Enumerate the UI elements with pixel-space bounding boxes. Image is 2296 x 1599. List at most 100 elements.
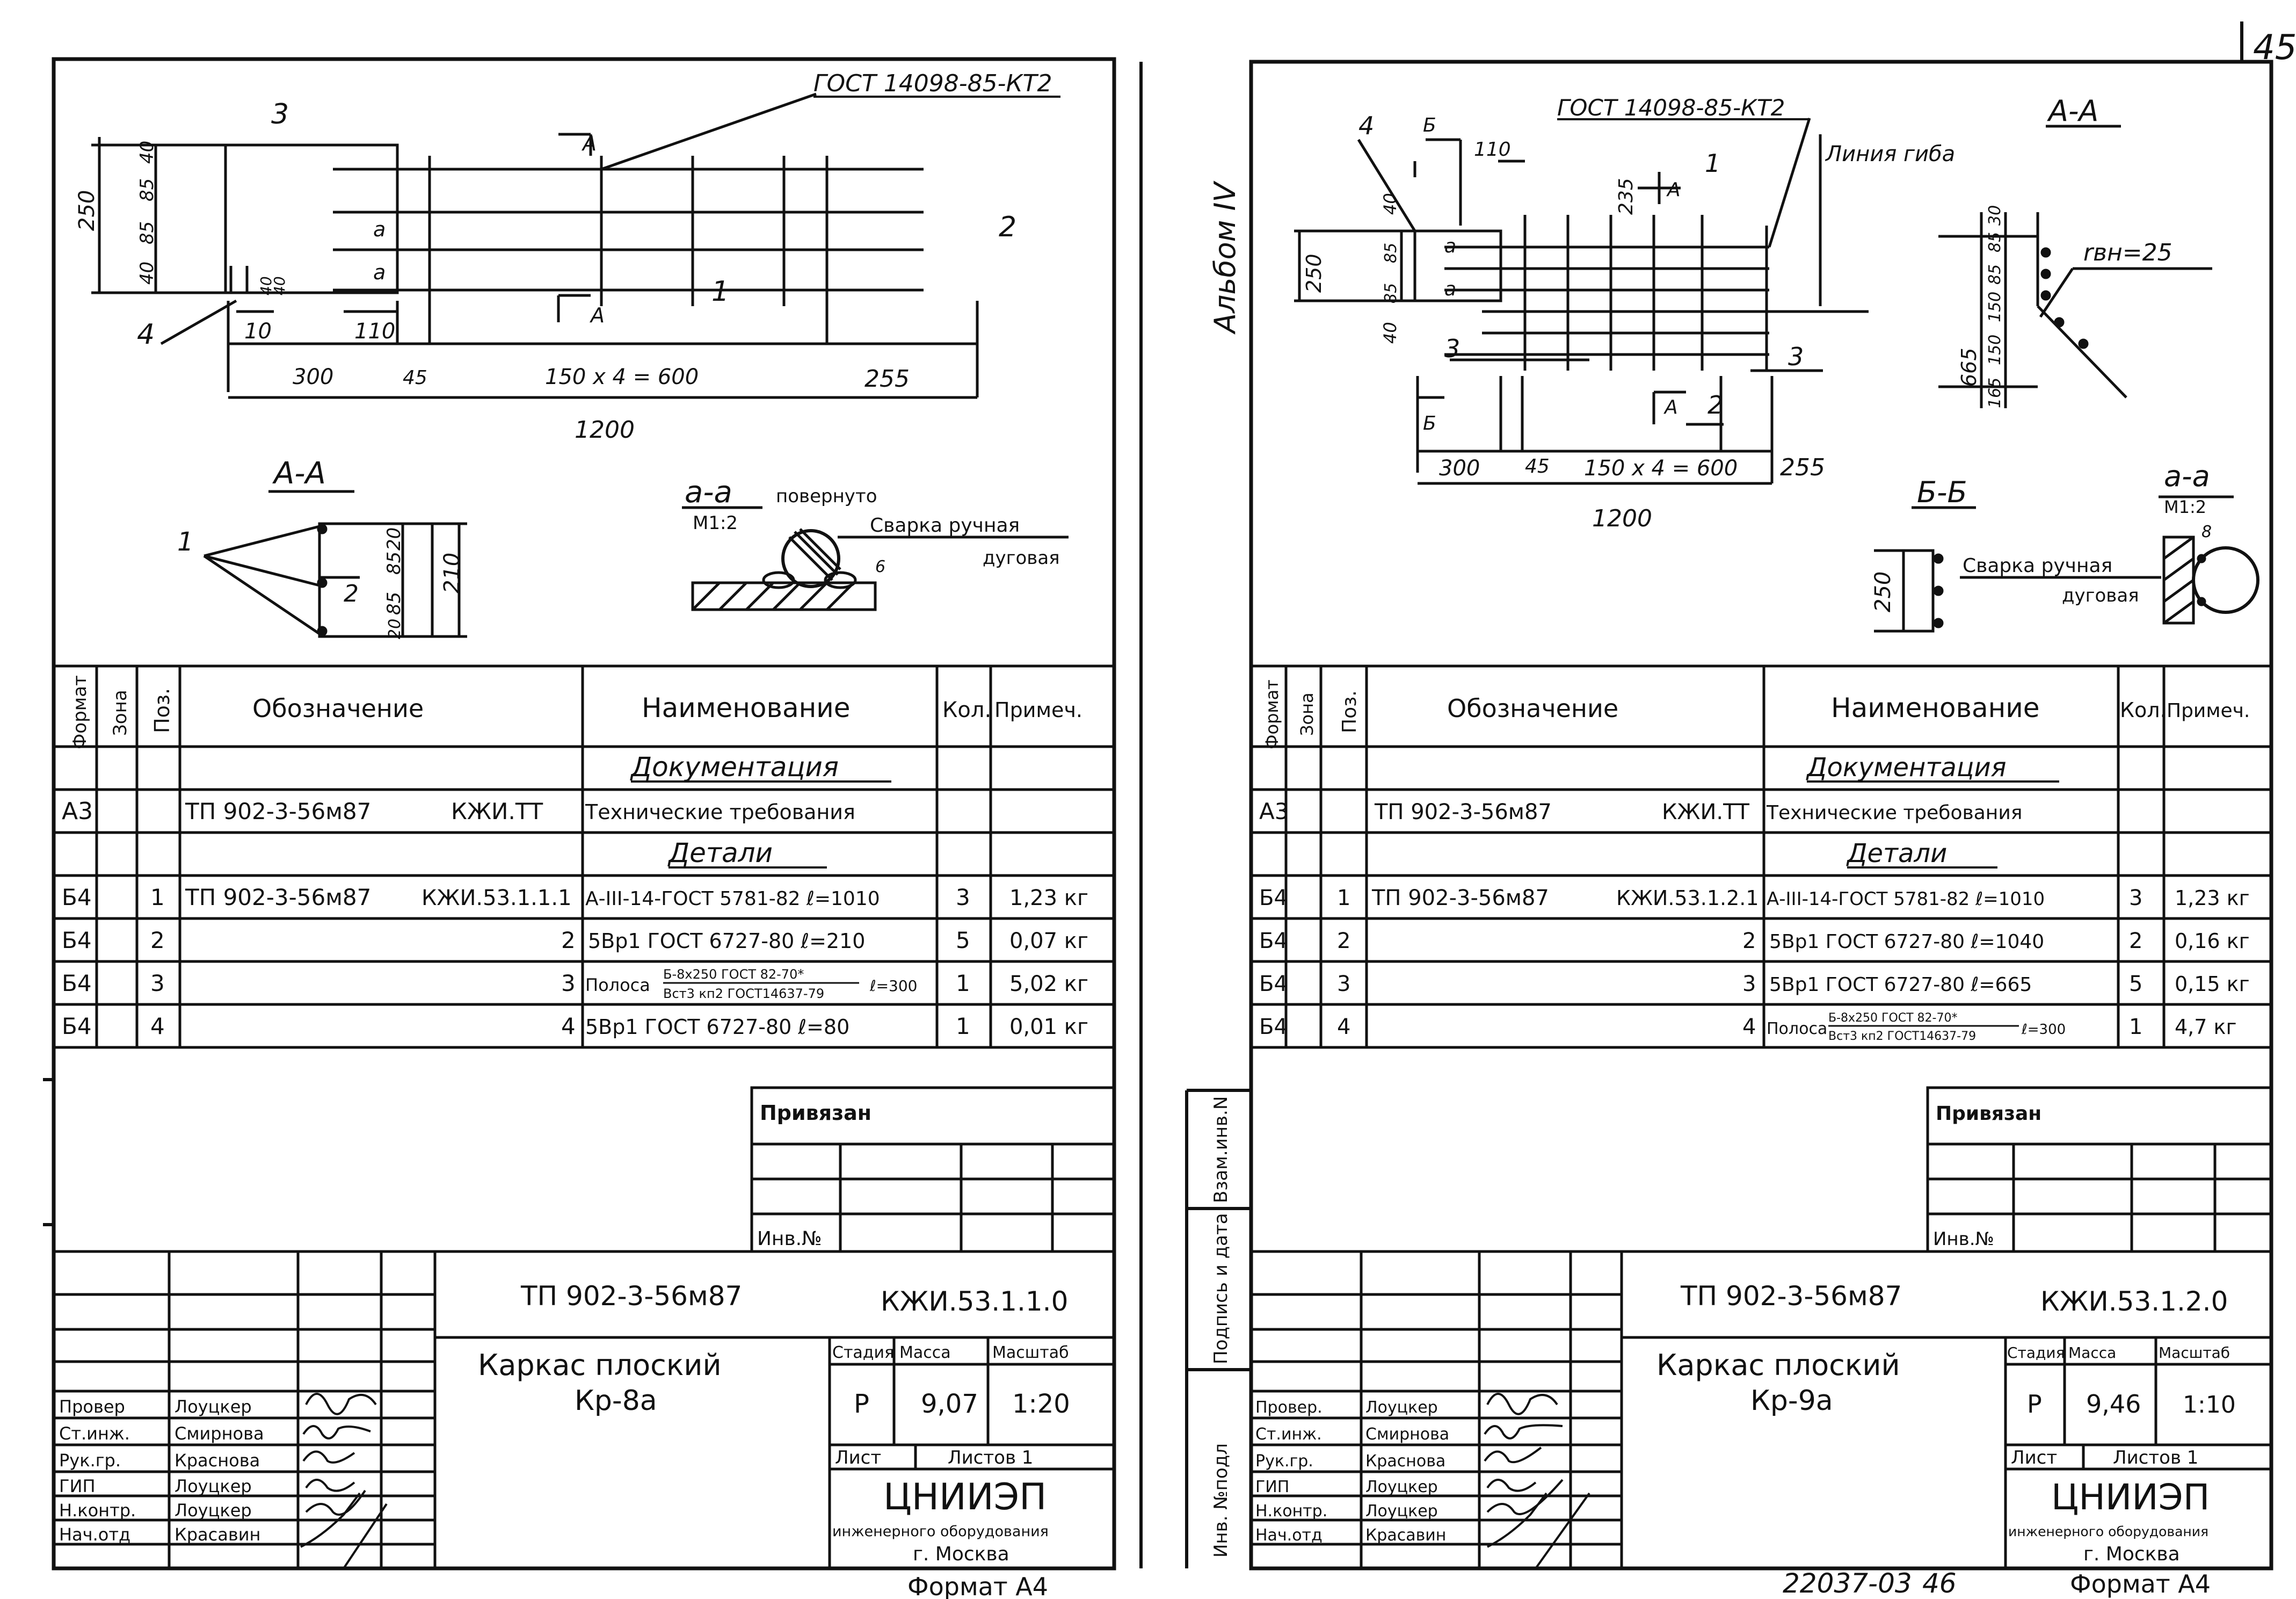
svg-text:Б4: Б4 (1259, 886, 1288, 910)
sheet-right-doc-code: КЖИ.ТТ (1662, 800, 1750, 824)
sheet-right-bb-dim: 250 (1871, 571, 1895, 612)
svg-text:Лоуцкер: Лоуцкер (1365, 1502, 1438, 1521)
svg-text:0,15 кг: 0,15 кг (2175, 972, 2250, 996)
svg-text:Красавин: Красавин (175, 1524, 260, 1545)
album-label: Альбом IV (1208, 180, 1242, 335)
sheet-right-doc-name: Технические требования (1766, 802, 2022, 824)
sheet-right: ГОСТ 14098-85-КТ2 Линия гиба 4 3 3 2 1 Б… (1249, 60, 2273, 1598)
sheet-left-weld-scale: М1:2 (693, 512, 738, 534)
sheet-left-stage: Р (854, 1389, 869, 1419)
svg-text:0,16 кг: 0,16 кг (2175, 929, 2250, 953)
svg-text:Вст3 кп2 ГОСТ14637-79: Вст3 кп2 ГОСТ14637-79 (1828, 1030, 1976, 1043)
svg-text:2: 2 (2129, 929, 2142, 953)
svg-text:3: 3 (150, 970, 165, 996)
svg-text:Смирнова: Смирнова (1365, 1425, 1449, 1444)
sheet-left-title-2: Кр-8а (575, 1385, 657, 1417)
sheet-right-sdim-85b: 85 (1986, 232, 2004, 252)
svg-text:1: 1 (956, 970, 970, 996)
sheet-left-listov-h: Листов 1 (948, 1447, 1033, 1468)
svg-text:1,23 кг: 1,23 кг (2175, 886, 2250, 910)
svg-text:5,02 кг: 5,02 кг (1009, 972, 1088, 996)
sheet-left-sdim-210: 210 (440, 553, 464, 594)
svg-text:Провер: Провер (59, 1397, 125, 1417)
svg-text:5Вр1 ГОСТ 6727-80 ℓ=210: 5Вр1 ГОСТ 6727-80 ℓ=210 (588, 929, 865, 953)
sheet-right-people: Провер. Лоуцкер Ст.инж. Смирнова Рук.гр.… (1255, 1398, 1449, 1545)
sheet-right-weld-label-2: дуговая (2062, 585, 2139, 606)
sheet-right-mark-small-a-top: а (1444, 235, 1456, 257)
sheet-right-th-zone: Зона (1297, 692, 1317, 736)
sheet-right-th-note: Примеч. (2167, 700, 2250, 722)
svg-text:Нач.отд: Нач.отд (59, 1524, 130, 1545)
sheet-right-row-3: Б4 3 3 5Вр1 ГОСТ 6727-80 ℓ=665 5 0,15 кг (1259, 972, 2250, 996)
svg-text:0,07 кг: 0,07 кг (1009, 929, 1088, 953)
svg-text:3: 3 (2129, 886, 2142, 910)
sheet-right-section-doc: Документация (1806, 753, 2007, 783)
svg-text:3: 3 (1742, 972, 1756, 996)
sheet-right-pos-1: 1 (1705, 149, 1720, 178)
svg-text:Лоуцкер: Лоуцкер (175, 1500, 252, 1521)
sheet-left-row-2: Б4 2 2 5Вр1 ГОСТ 6727-80 ℓ=210 5 0,07 кг (62, 927, 1088, 953)
sheet-right-th-format: Формат (1262, 679, 1282, 749)
sheet-right-project: ТП 902-3-56м87 (1680, 1280, 1902, 1312)
svg-text:4: 4 (561, 1013, 576, 1039)
sheet-left-privyazan-block (750, 1086, 1116, 1253)
sheet-right-mass: 9,46 (2086, 1390, 2141, 1419)
sheet-right-inv-no: Инв.№ (1933, 1228, 1994, 1250)
sheet-left-section-doc: Документация (630, 751, 839, 783)
svg-text:Рук.гр.: Рук.гр. (1255, 1452, 1313, 1471)
sheet-left-doc-code: КЖИ.ТТ (451, 798, 543, 824)
center-divider (1139, 62, 1251, 1568)
svg-text:Лоуцкер: Лоуцкер (1365, 1398, 1438, 1417)
svg-text:А-III-14-ГОСТ 5781-82 ℓ=1010: А-III-14-ГОСТ 5781-82 ℓ=1010 (585, 888, 880, 910)
svg-text:ГИП: ГИП (1255, 1478, 1289, 1496)
sheet-right-bb-title: Б-Б (1917, 475, 1967, 509)
sheet-left-pos-1: 1 (711, 276, 729, 308)
sheet-right-signatures (1484, 1393, 1590, 1569)
svg-text:5: 5 (2129, 972, 2142, 996)
sheet-right-aa-scale: М1:2 (2164, 497, 2206, 517)
sheet-left-th-note: Примеч. (994, 698, 1082, 722)
sheet-left-doc-designation: ТП 902-3-56м87 (185, 798, 371, 824)
sheet-right-doc-format: А3 (1259, 798, 1289, 824)
sheet-right-dim-255: 255 (1780, 454, 1825, 481)
svg-text:Н.контр.: Н.контр. (59, 1500, 136, 1521)
svg-text:1: 1 (2129, 1015, 2142, 1039)
svg-text:1,23 кг: 1,23 кг (1009, 886, 1088, 910)
sheet-right-dim-600: 150 x 4 = 600 (1584, 456, 1738, 481)
svg-text:4: 4 (150, 1013, 165, 1039)
sheet-left-sdim-20a: 20 (383, 527, 405, 551)
sheet-right-gost-label: ГОСТ 14098-85-КТ2 (1557, 95, 1785, 121)
side-label-podpis-data: Подпись и дата (1210, 1213, 1232, 1364)
svg-text:4,7 кг: 4,7 кг (2175, 1015, 2236, 1039)
svg-text:КЖИ.53.1.2.1: КЖИ.53.1.2.1 (1616, 886, 1759, 910)
sheet-left-small-a-top: а (373, 218, 386, 241)
svg-text:Краснова: Краснова (1365, 1452, 1445, 1471)
sheet-left-org-3: г. Москва (913, 1543, 1009, 1565)
sheet-left-dim-45: 45 (403, 367, 427, 389)
sheet-left-pos-2: 2 (999, 211, 1016, 243)
svg-text:Б-8х250 ГОСТ 82-70*: Б-8х250 ГОСТ 82-70* (1828, 1011, 1958, 1025)
sheet-right-doc-designation: ТП 902-3-56м87 (1374, 800, 1552, 824)
sheet-left-row-1: Б4 1 ТП 902-3-56м87 КЖИ.53.1.1.1 А-III-1… (62, 884, 1088, 910)
sheet-left-title-block (54, 1250, 1114, 1568)
sheet-left-people: Провер Лоуцкер Ст.инж. Смирнова Рук.гр. … (59, 1397, 264, 1545)
sheet-left-sdim-85b: 85 (383, 592, 405, 615)
sheet-left-th-name: Наименование (642, 692, 851, 723)
sheet-left-scale-h: Масштаб (992, 1343, 1069, 1362)
sheet-left-row-3: Б4 3 3 Полоса Б-8х250 ГОСТ 82-70* Вст3 к… (62, 967, 1088, 1001)
sheet-right-pos-3a: 3 (1444, 334, 1460, 363)
svg-text:Б4: Б4 (62, 884, 92, 910)
sheet-right-pos-4: 4 (1358, 111, 1374, 140)
svg-text:5Вр1 ГОСТ 6727-80 ℓ=1040: 5Вр1 ГОСТ 6727-80 ℓ=1040 (1769, 931, 2044, 953)
sheet-right-sdim-150b: 150 (1986, 292, 2004, 322)
sheet-left-spec-table (54, 664, 1114, 1049)
sheet-left-th-format: Формат (69, 675, 91, 749)
sheet-left-dim-1200: 1200 (575, 416, 635, 444)
svg-text:0,01 кг: 0,01 кг (1009, 1015, 1088, 1039)
sheet-left-sdim-20b: 20 (386, 619, 404, 639)
sheet-left-weld-dots (317, 524, 328, 636)
svg-text:ТП 902-3-56м87: ТП 902-3-56м87 (1371, 886, 1549, 910)
sheet-right-sdim-665: 665 (1957, 348, 1981, 387)
sheet-right-title-1: Каркас плоский (1656, 1348, 1900, 1382)
svg-text:Б4: Б4 (62, 1013, 92, 1039)
